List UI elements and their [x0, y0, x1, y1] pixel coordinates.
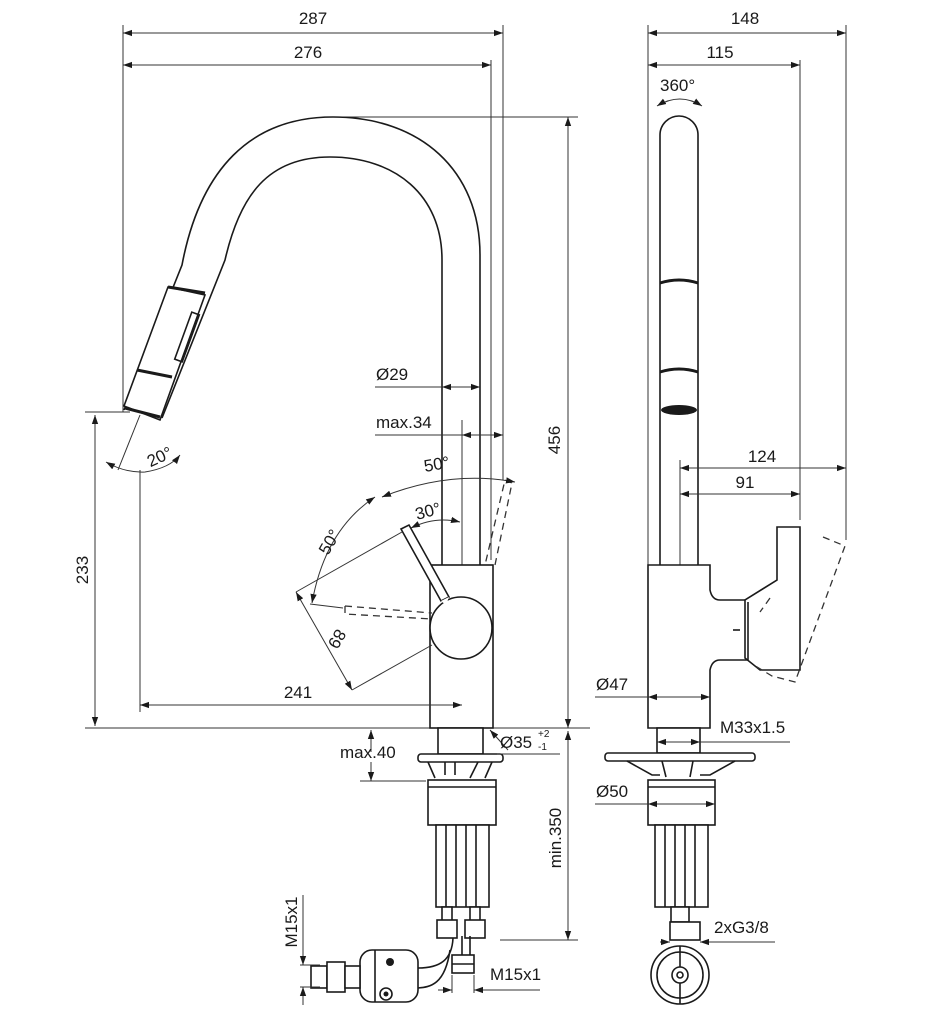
dim-max-deck: max.40	[340, 743, 396, 762]
spout	[122, 116, 481, 565]
dim-lever-reach: 91	[736, 473, 755, 492]
dim-spout-diameter: Ø29	[376, 365, 408, 384]
dim-overall-depth: 148	[731, 9, 759, 28]
dim-spout-max-width: max.34	[376, 413, 432, 432]
dim-deck-hole-tol-minus: -1	[538, 742, 547, 753]
front-view: 287 276 456 233 20° Ø29	[73, 9, 590, 1005]
dim-min-clearance: min.350	[546, 808, 565, 868]
dim-hose-thread-horizontal: M15x1	[490, 965, 541, 984]
dim-body-diameter: Ø47	[596, 675, 628, 694]
dim-line-35	[489, 729, 509, 751]
dim-deck-hole-tol-plus: +2	[538, 729, 550, 740]
dim-connections: 2xG3/8	[714, 918, 769, 937]
dim-height: 456	[545, 426, 564, 454]
dim-line-89	[295, 591, 353, 691]
extension-lines	[85, 25, 590, 941]
dim-hose-thread-vertical: M15x1	[282, 896, 301, 947]
side-view: 148 115 360° 124 91 Ø47	[595, 9, 847, 1005]
mounting-assembly	[310, 727, 504, 1003]
aerator	[661, 405, 697, 415]
diverter-valve	[359, 949, 419, 1003]
dim-outlet-height: 233	[73, 556, 92, 584]
dim-spout-reach: 276	[294, 43, 322, 62]
dim-handle-reach: 241	[284, 683, 312, 702]
dim-spout-depth: 115	[706, 43, 733, 62]
spout-side	[659, 115, 699, 565]
spray-angle: 20°	[105, 414, 181, 473]
spray-head	[122, 286, 207, 422]
lever-side	[744, 526, 801, 671]
dim-thread: M33x1.5	[720, 718, 785, 737]
dim-deck-hole: Ø35	[500, 733, 532, 752]
dim-lever-angle-upper: 50°	[422, 453, 451, 476]
lever	[344, 479, 513, 660]
dim-rotation: 360°	[660, 76, 695, 95]
dim-base-diameter: Ø50	[596, 782, 628, 801]
dim-lever-reach-max: 124	[748, 447, 776, 466]
dim-overall-reach: 287	[299, 9, 327, 28]
dim-spray-angle: 20°	[144, 443, 175, 471]
